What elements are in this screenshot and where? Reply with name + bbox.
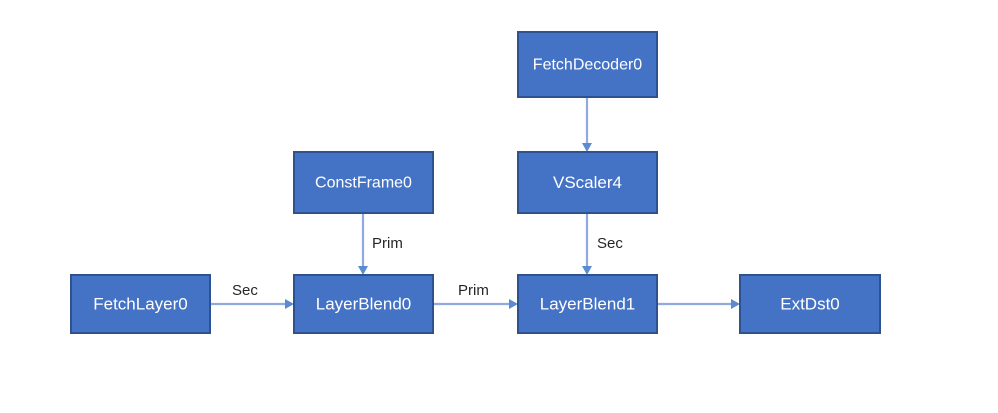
node-extdst0[interactable]: ExtDst0 — [739, 274, 881, 334]
node-box[interactable] — [517, 151, 658, 214]
edge-arrowhead — [509, 299, 518, 309]
node-vscaler4[interactable]: VScaler4 — [517, 151, 658, 214]
node-constframe0[interactable]: ConstFrame0 — [293, 151, 434, 214]
node-box[interactable] — [293, 274, 434, 334]
node-box[interactable] — [293, 151, 434, 214]
node-box[interactable] — [739, 274, 881, 334]
node-box[interactable] — [517, 274, 658, 334]
edge-label-vscaler4-to-layerblend1: Sec — [597, 235, 623, 252]
edge-layerblend1-to-extdst0 — [657, 299, 740, 309]
edge-arrowhead — [731, 299, 740, 309]
edge-fetchdecoder0-to-vscaler4 — [582, 97, 592, 152]
edge-arrowhead — [358, 266, 368, 275]
edge-constframe0-to-layerblend0 — [358, 213, 368, 275]
edge-arrowhead — [582, 266, 592, 275]
node-box[interactable] — [517, 31, 658, 98]
edge-arrowhead — [582, 143, 592, 152]
node-label: LayerBlend1 — [540, 294, 635, 313]
edge-label-layerblend0-to-layerblend1: Prim — [458, 282, 489, 299]
edge-layerblend0-to-layerblend1 — [433, 299, 518, 309]
node-label: VScaler4 — [553, 173, 622, 192]
node-label: ExtDst0 — [780, 294, 840, 313]
node-label: ConstFrame0 — [315, 175, 412, 192]
edge-arrowhead — [285, 299, 294, 309]
node-fetchdecoder0[interactable]: FetchDecoder0 — [517, 31, 658, 98]
node-fetchlayer0[interactable]: FetchLayer0 — [70, 274, 211, 334]
edge-vscaler4-to-layerblend1 — [582, 213, 592, 275]
node-label: LayerBlend0 — [316, 294, 411, 313]
node-layerblend1[interactable]: LayerBlend1 — [517, 274, 658, 334]
edges-layer — [210, 97, 740, 309]
node-box[interactable] — [70, 274, 211, 334]
node-label: FetchLayer0 — [93, 294, 188, 313]
node-layerblend0[interactable]: LayerBlend0 — [293, 274, 434, 334]
edge-fetchlayer0-to-layerblend0 — [210, 299, 294, 309]
edge-label-fetchlayer0-to-layerblend0: Sec — [232, 282, 258, 299]
edge-label-constframe0-to-layerblend0: Prim — [372, 235, 403, 252]
node-label: FetchDecoder0 — [533, 57, 642, 74]
